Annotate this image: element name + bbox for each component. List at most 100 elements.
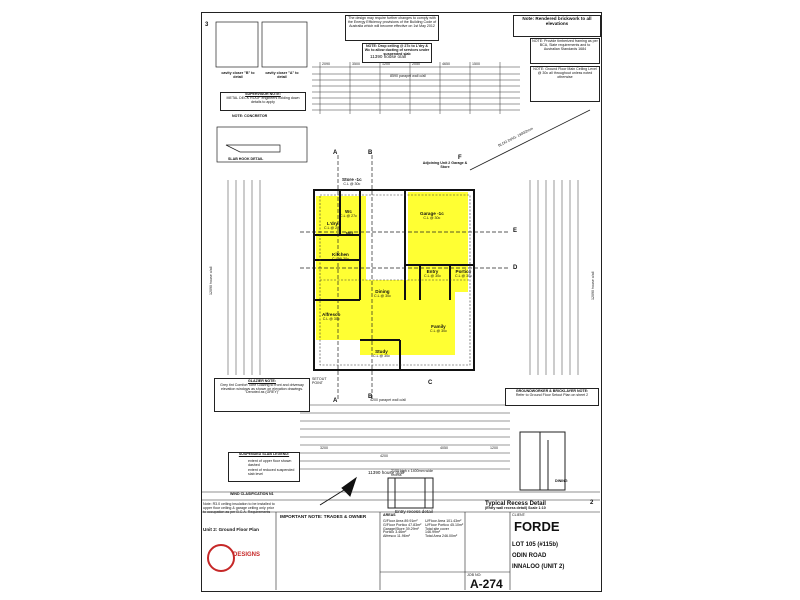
room-store: Store -1c C.L @ 30c bbox=[342, 177, 362, 187]
area-row: Garage/Store 39.29m² bbox=[383, 526, 419, 531]
lot-address: LOT 105 (#115b) bbox=[512, 542, 559, 548]
area-row: Portico 3.46m² bbox=[383, 530, 407, 535]
section-marker-e: E bbox=[513, 228, 518, 234]
groundworker-body: Refer to Ground Floor Setout Plan on she… bbox=[515, 392, 589, 397]
room-wil: Wil bbox=[346, 231, 353, 237]
rendered-note: Note: Rendered brickwork to all elevatio… bbox=[513, 15, 601, 37]
top-seg-1: 2090 bbox=[322, 62, 330, 66]
bottom-parapet-dim: 4200 parapet wall o/all bbox=[370, 398, 406, 402]
areas-list-2: U/Floor Area 101.43m² U/Floor Portico 45… bbox=[425, 519, 465, 539]
top-seg-3: 1200 bbox=[382, 62, 390, 66]
room-ldry-name: L'dry bbox=[326, 221, 338, 226]
room-kitchen-name: Kitchen bbox=[332, 252, 349, 257]
areas-title: AREAS bbox=[383, 513, 396, 517]
area-row: Total site cover 146.99m² bbox=[425, 526, 449, 535]
glazier-note: GLAZIER NOTE: Grey tint Comfort Tone Gla… bbox=[214, 378, 310, 412]
groundworker-note: GROUNDWORKER & BRICKLAYER NOTE: Refer to… bbox=[505, 388, 599, 406]
section-marker-c: C bbox=[428, 380, 433, 386]
energy-note: The design may require further changes t… bbox=[345, 15, 439, 41]
bottom-seg-1: 3200 bbox=[320, 446, 328, 450]
section-marker-f: F bbox=[458, 155, 462, 161]
top-house-overall-dim: 11390 house o/all bbox=[370, 54, 406, 59]
drop-ceiling-note: NOTE: Drop ceiling @ 27c to L'dry & Wc t… bbox=[362, 43, 432, 63]
room-alfresco: Alfresco C.L @ 30c bbox=[322, 312, 341, 322]
room-garage-cl: C.L @ 30c bbox=[423, 215, 441, 220]
room-store-name: Store -1c bbox=[342, 177, 362, 182]
bottom-seg-3: 4050 bbox=[440, 446, 448, 450]
wind-classification-body: Note: R3.0 ceiling insulation to be inst… bbox=[203, 502, 275, 514]
room-family-cl: C.L @ 30c bbox=[430, 328, 447, 333]
room-study-cl: C.L @ 30c bbox=[373, 353, 390, 358]
area-row: G/Floor Portico 47.83m² bbox=[383, 522, 422, 527]
adjoining-label: Adjoining Unit 2 Garage & Store bbox=[422, 161, 468, 169]
sheet-corner-left: 3 bbox=[205, 22, 209, 28]
slab-hook-detail-label: SLAB HOOK DETAIL bbox=[228, 157, 264, 161]
room-ldry: L'dry C.L @ 27c bbox=[324, 221, 341, 231]
top-seg-4: 2050 bbox=[412, 62, 420, 66]
groundworker-title: GROUNDWORKER & BRICKLAYER NOTE: bbox=[515, 389, 589, 393]
road-address: ODIN ROAD bbox=[512, 553, 547, 559]
room-wc: Wc C.L @ 27c bbox=[340, 209, 357, 219]
job-number: A-274 bbox=[470, 577, 503, 591]
room-wil-name: Wil bbox=[346, 231, 353, 236]
typical-recess-scale: (Entry wall recess detail) Scale 1:10 bbox=[485, 506, 546, 511]
room-dining: Dining C.L @ 30c bbox=[374, 289, 391, 299]
legend-item-upper-floor: extent of upper floor shown dashed bbox=[248, 459, 292, 467]
room-garage: Garage -1c C.L @ 30c bbox=[420, 211, 444, 221]
room-wc-name: Wc bbox=[345, 209, 352, 214]
room-family: Family C.L @ 30c bbox=[430, 324, 447, 334]
section-marker-a-top: A bbox=[333, 150, 338, 156]
suburb-address: INNALOO (UNIT 2) bbox=[512, 564, 565, 570]
typical-recess-title: Typical Recess Detail (Entry wall recess… bbox=[485, 501, 546, 511]
supervisor-title: SUPERVISOR NOTE: bbox=[245, 92, 281, 96]
right-house-overall-dim: 12090 house o/all bbox=[591, 271, 595, 300]
client-label: CLIENT: bbox=[512, 513, 526, 517]
room-portico-name: Portico bbox=[455, 269, 472, 274]
areas-list: G/Floor Area 89.91m² G/Floor Portico 47.… bbox=[383, 519, 425, 539]
sheet-corner-right: 2 bbox=[590, 500, 594, 506]
room-study: Study C.L @ 30c bbox=[373, 349, 390, 359]
logo-mark-icon bbox=[207, 544, 235, 572]
room-study-name: Study bbox=[375, 349, 388, 354]
room-family-name: Family bbox=[431, 324, 446, 329]
top-parapet-dim: 8590 parapet wall o/all bbox=[390, 74, 426, 78]
concretor-note: NOTE: CONCRETOR bbox=[232, 114, 268, 118]
cavity-closer-b: cavity closer "B" to detail bbox=[221, 71, 255, 79]
room-garage-name: Garage -1c bbox=[420, 211, 444, 216]
section-marker-b-bottom: B bbox=[368, 394, 373, 400]
room-wc-cl: C.L @ 27c bbox=[340, 213, 357, 218]
room-kitchen: Kitchen C.L @ 30c bbox=[332, 252, 349, 262]
room-entry-cl: C.L @ 30c bbox=[424, 273, 441, 278]
room-entry-name: Entry bbox=[426, 269, 439, 274]
typical-recess-heading: Typical Recess Detail bbox=[485, 501, 546, 507]
area-row: Alfresco 11.96m² bbox=[383, 534, 410, 539]
legend-item-reduced-slab: extent of reduced suspended slab level bbox=[248, 468, 295, 476]
left-house-overall-dim: 12090 house o/all bbox=[209, 266, 213, 295]
wind-classification-title: WIND CLASIFICATION N1 bbox=[230, 492, 274, 496]
area-row: Total Area 246.00m² bbox=[425, 534, 458, 539]
room-portico-cl: C.L @ 30c bbox=[455, 273, 472, 278]
cavity-closer-a: cavity closer "A" to detail bbox=[265, 71, 299, 79]
legend-title: SUSPENDED SLAB LEGEND: bbox=[238, 452, 290, 456]
bottom-seg-4: 1200 bbox=[490, 446, 498, 450]
supervisor-note: SUPERVISOR NOTE: METAL DECK ROOF enginee… bbox=[220, 92, 306, 111]
room-entry: Entry C.L @ 30c bbox=[424, 269, 441, 279]
room-alfresco-cl: C.L @ 30c bbox=[322, 316, 340, 321]
top-seg-2: 3500 bbox=[352, 62, 360, 66]
plan-title: Unit 2: Ground Floor Plan bbox=[203, 527, 259, 532]
client-name: FORDE bbox=[514, 519, 560, 534]
entry-recess-label: Entry recess detail bbox=[395, 509, 433, 514]
room-alfresco-name: Alfresco bbox=[322, 312, 341, 317]
section-marker-b-top: B bbox=[368, 150, 373, 156]
setout-point-label: SETOUT POINT bbox=[312, 377, 327, 385]
top-seg-6: 1500 bbox=[472, 62, 480, 66]
room-ldry-cl: C.L @ 27c bbox=[324, 225, 341, 230]
suspended-slab-legend: SUSPENDED SLAB LEGEND: bbox=[228, 452, 300, 482]
bottom-house-overall-dim: 11390 house o/all bbox=[368, 470, 404, 475]
company-logo: DESIGNS bbox=[205, 540, 273, 584]
important-note-title: IMPORTANT NOTE: TRADES & OWNER bbox=[280, 514, 367, 519]
glazier-body: Grey tint Comfort Tone Glazing to front … bbox=[220, 382, 304, 395]
room-portico: Portico C.L @ 30c bbox=[455, 269, 472, 279]
supervisor-body: METAL DECK ROOF engineers holding down d… bbox=[226, 95, 300, 104]
